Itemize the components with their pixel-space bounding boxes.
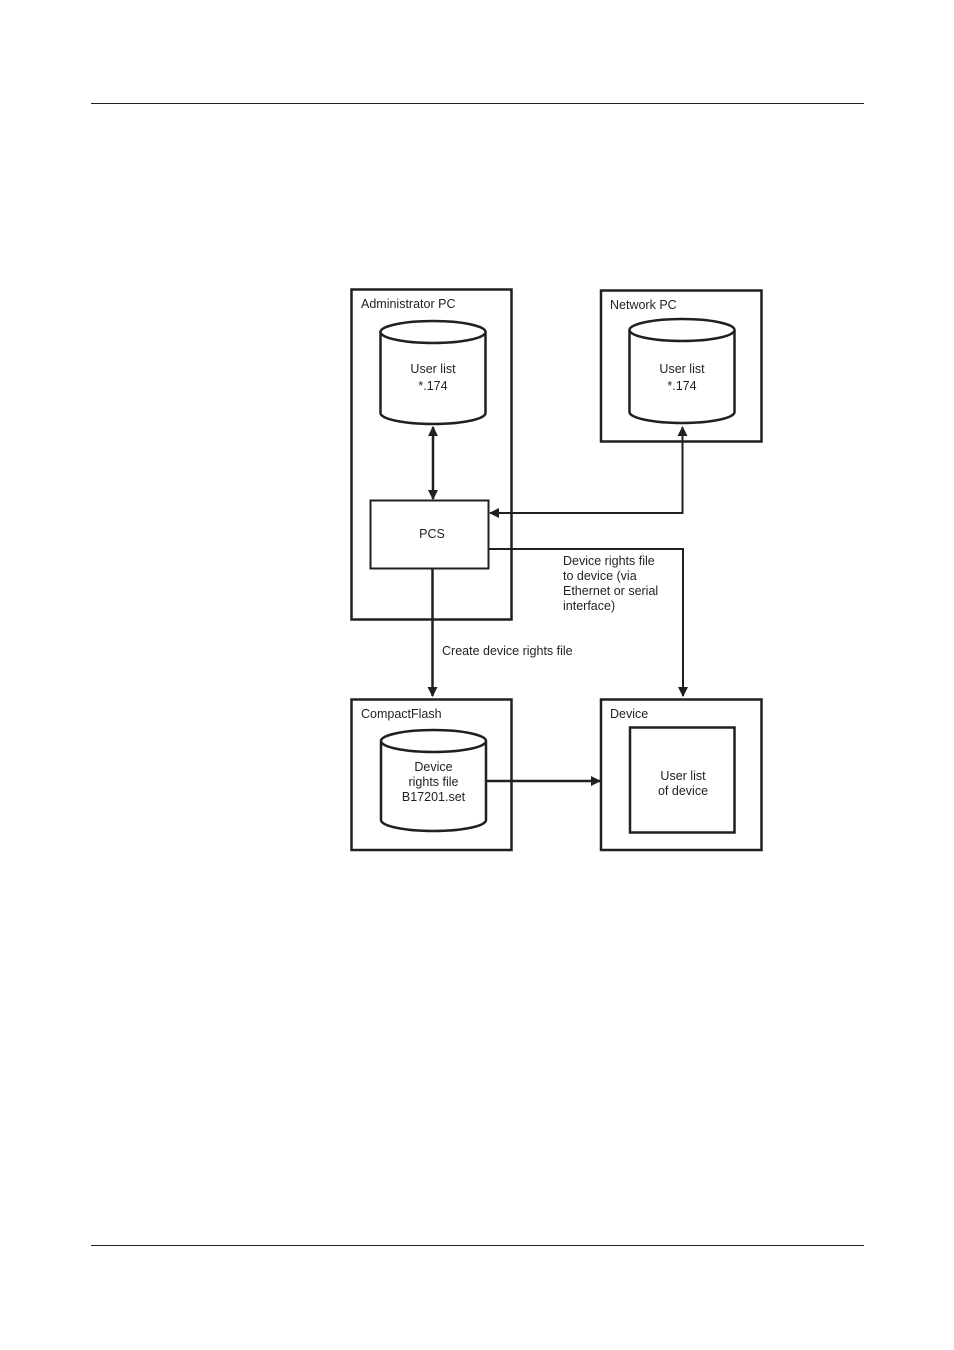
network-pc-label: Network PC — [610, 298, 677, 312]
edge-transfer-line1: Device rights file — [563, 554, 655, 568]
device-inner-line1: User list — [660, 769, 706, 783]
database-top — [381, 321, 486, 343]
database-icon — [381, 332, 486, 424]
edge-transfer-line2: to device (via — [563, 569, 637, 583]
database-icon — [630, 330, 735, 423]
edge-transfer-line4: interface) — [563, 599, 615, 613]
network-user-list-database: User list *.174 — [630, 319, 735, 423]
network-db-line1: User list — [659, 362, 705, 376]
network-db-line2: *.174 — [667, 379, 696, 393]
device-node: Device User list of device — [601, 700, 762, 851]
edge-create-label: Create device rights file — [442, 644, 573, 658]
cf-db-line2: rights file — [408, 775, 458, 789]
device-rights-file-database: Device rights file B17201.set — [381, 730, 486, 831]
database-top — [381, 730, 486, 752]
edge-network-pcs — [490, 427, 683, 513]
pcs-node: PCS — [371, 501, 489, 569]
database-top — [630, 319, 735, 341]
cf-db-line1: Device — [414, 760, 452, 774]
admin-db-line2: *.174 — [418, 379, 447, 393]
admin-db-line1: User list — [410, 362, 456, 376]
device-label: Device — [610, 707, 648, 721]
compactflash-label: CompactFlash — [361, 707, 442, 721]
admin-user-list-database: User list *.174 — [381, 321, 486, 424]
administrator-pc-label: Administrator PC — [361, 297, 455, 311]
cf-db-line3: B17201.set — [402, 790, 466, 804]
edge-transfer-line3: Ethernet or serial — [563, 584, 658, 598]
pcs-label: PCS — [419, 527, 445, 541]
device-inner-line2: of device — [658, 784, 708, 798]
